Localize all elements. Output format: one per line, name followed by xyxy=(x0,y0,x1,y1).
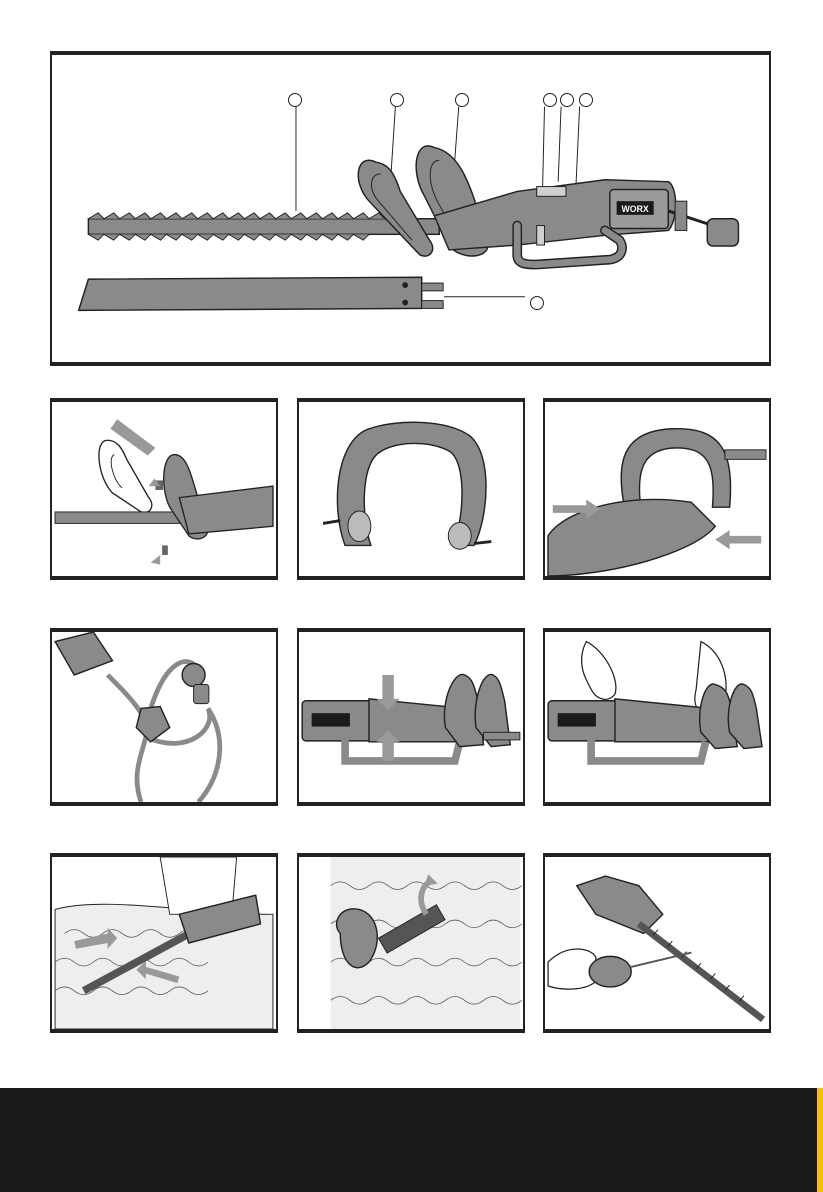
step-trim-side xyxy=(297,853,525,1033)
brand-logo: WORX xyxy=(622,204,649,214)
step-lubricate-blade xyxy=(543,853,771,1033)
callout-blade xyxy=(288,93,302,107)
callout-switch xyxy=(560,93,574,107)
step-fit-front-handle xyxy=(543,398,771,580)
callout-rear-handle xyxy=(579,93,593,107)
callout-lock-off xyxy=(543,93,557,107)
step-fit-hand-guard xyxy=(50,398,278,580)
step-cable-retainer xyxy=(50,628,278,806)
overview-panel: WORX xyxy=(50,51,771,366)
step-front-handle-screws xyxy=(297,398,525,580)
step-switch-on xyxy=(297,628,525,806)
step-trim-top xyxy=(50,853,278,1033)
footer-accent-edge xyxy=(817,1088,823,1192)
footer-band xyxy=(0,1088,823,1192)
callout-blade-cover xyxy=(530,296,544,310)
callout-front-handle xyxy=(455,93,469,107)
callout-hand-guard xyxy=(390,93,404,107)
step-two-hand-grip xyxy=(543,628,771,806)
hedge-trimmer-overview-illustration: WORX xyxy=(52,55,769,362)
